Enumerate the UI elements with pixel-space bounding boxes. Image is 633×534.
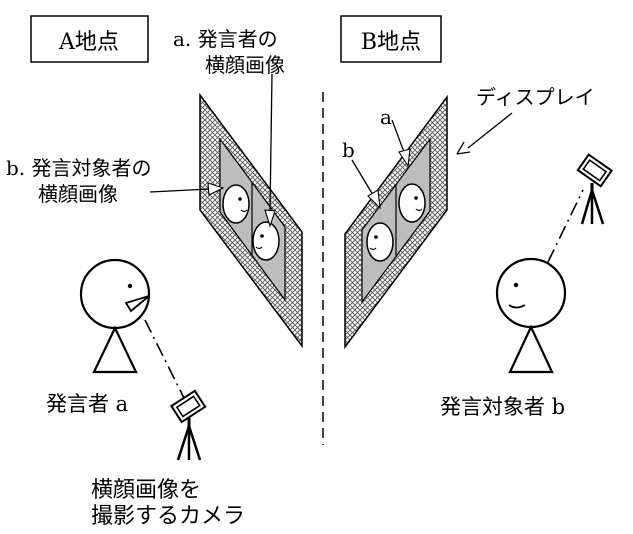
speaker-a-figure bbox=[79, 258, 151, 374]
speaker-label: 発言者 a bbox=[46, 392, 128, 416]
marker-b: b bbox=[342, 138, 355, 162]
display-label: ディスプレイ bbox=[476, 85, 595, 109]
leader-a bbox=[264, 73, 276, 228]
mouth-smile bbox=[508, 304, 526, 309]
side-face-image-b-remote bbox=[366, 222, 394, 262]
camera-caption-line2: 撮影するカメラ bbox=[91, 504, 245, 529]
camera-sightline-b bbox=[547, 189, 584, 263]
leader-marker-b bbox=[351, 159, 381, 210]
annotation-b-line1: b. 発言対象者の bbox=[6, 156, 152, 180]
annotation-b-line2: 横顔画像 bbox=[38, 182, 118, 206]
side-face-image-b bbox=[222, 184, 250, 224]
camera-sightline-a bbox=[144, 319, 185, 399]
target-label: 発言対象者 b bbox=[440, 395, 565, 419]
site-b-label: B地点 bbox=[361, 30, 421, 55]
display-label-arrow bbox=[456, 112, 513, 155]
side-face-image-a bbox=[252, 221, 280, 261]
side-face-image-a-remote bbox=[398, 183, 426, 223]
marker-a: a bbox=[380, 105, 392, 129]
site-b-label-box: B地点 bbox=[340, 15, 442, 63]
target-b-figure bbox=[495, 257, 567, 374]
site-a-label-box: A地点 bbox=[30, 15, 149, 63]
leader-b bbox=[149, 182, 225, 196]
display-site-a bbox=[199, 92, 303, 349]
camera-caption-line1: 横顔画像を bbox=[91, 478, 201, 503]
leader-marker-a bbox=[391, 119, 411, 168]
target-body bbox=[508, 324, 554, 374]
display-site-b bbox=[344, 94, 448, 350]
annotation-a-line2: 横顔画像 bbox=[205, 53, 285, 77]
annotation-a-line1: a. 発言者の bbox=[173, 27, 278, 51]
camera-site-a bbox=[169, 389, 207, 461]
speaker-body bbox=[92, 325, 138, 374]
mouth-open bbox=[124, 295, 150, 313]
camera-site-b bbox=[576, 153, 614, 225]
site-a-label: A地点 bbox=[58, 30, 119, 55]
